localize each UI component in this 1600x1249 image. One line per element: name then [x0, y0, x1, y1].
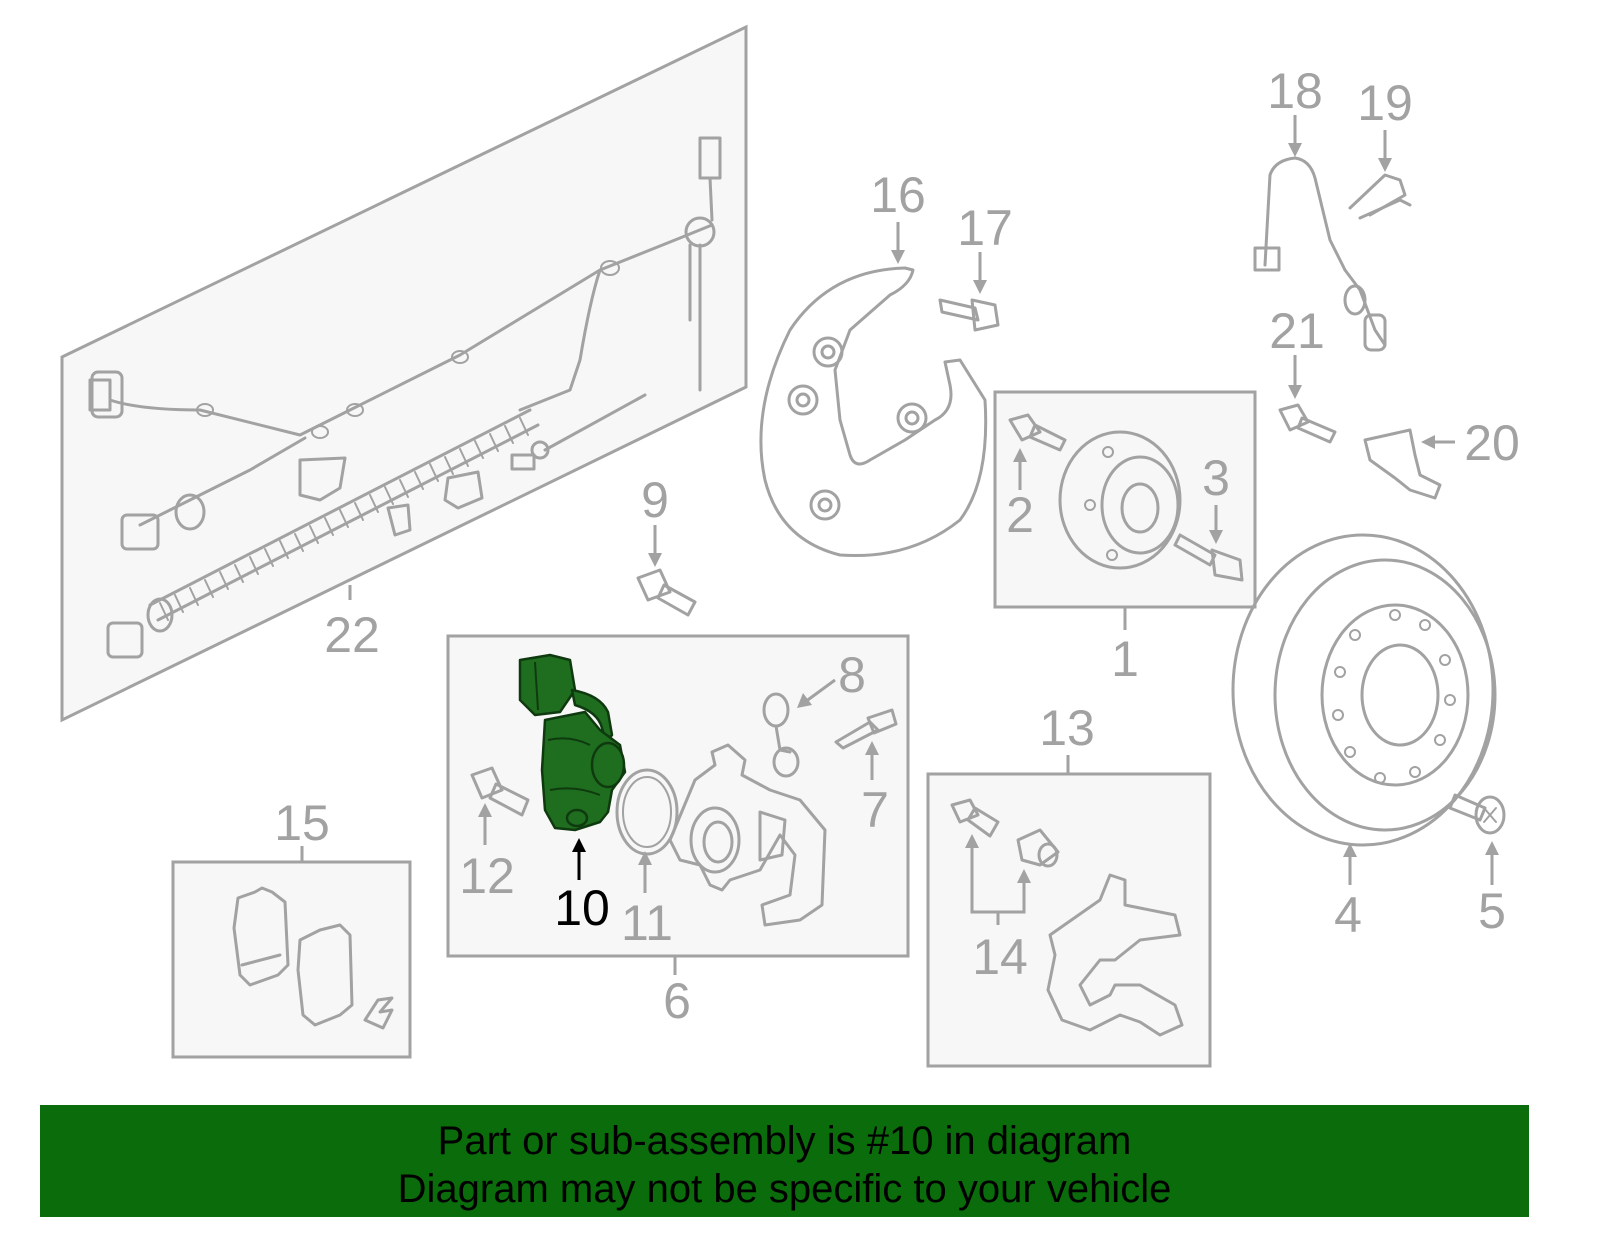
part-16-dust-shield[interactable]: [759, 266, 988, 558]
part-4-brake-rotor[interactable]: [1231, 533, 1497, 847]
part-12-bolt[interactable]: [470, 766, 530, 817]
label-6: 6: [663, 973, 691, 1029]
label-20: 20: [1464, 415, 1520, 471]
part-8-guide-pin[interactable]: [762, 692, 800, 778]
part-7-bleeder-screw[interactable]: [834, 708, 898, 750]
label-12: 12: [459, 848, 515, 904]
part-5-rotor-screw[interactable]: [1448, 793, 1506, 835]
label-18: 18: [1267, 63, 1323, 119]
label-5: 5: [1478, 883, 1506, 939]
label-3: 3: [1202, 450, 1230, 506]
label-15: 15: [274, 795, 330, 851]
part-9-bolt[interactable]: [636, 568, 697, 617]
label-10: 10: [554, 880, 610, 936]
label-14: 14: [972, 929, 1028, 985]
banner-line-2: Diagram may not be specific to your vehi…: [397, 1167, 1172, 1211]
banner-line-1: Part or sub-assembly is #10 in diagram: [437, 1119, 1132, 1163]
label-13: 13: [1039, 700, 1095, 756]
part-14-guide-bolts[interactable]: [950, 798, 1060, 868]
part-10-parking-brake-motor[interactable]: [518, 653, 627, 832]
label-9: 9: [641, 472, 669, 528]
part-19-sensor-clip[interactable]: [1348, 173, 1412, 220]
info-banner: Part or sub-assembly is #10 in diagram D…: [40, 1105, 1529, 1217]
part-15-brake-pads[interactable]: [171, 860, 412, 1059]
part-20-sensor-bracket[interactable]: [1363, 428, 1442, 500]
label-17: 17: [957, 200, 1013, 256]
label-8: 8: [838, 647, 866, 703]
part-21-bolt[interactable]: [1278, 403, 1337, 444]
label-19: 19: [1357, 75, 1413, 131]
label-7: 7: [861, 782, 889, 838]
label-21: 21: [1269, 303, 1325, 359]
part-13-caliper-bracket[interactable]: [926, 772, 1212, 1068]
label-1: 1: [1111, 631, 1139, 687]
part-3-hub-bolt[interactable]: [1173, 533, 1244, 582]
label-22: 22: [324, 607, 380, 663]
part-2-hub-bolt[interactable]: [1008, 413, 1067, 452]
part-17-bolt[interactable]: [938, 298, 1000, 332]
label-4: 4: [1334, 887, 1362, 943]
part-22-wiring-harness[interactable]: [60, 24, 748, 723]
label-11: 11: [621, 895, 673, 951]
caliper-body[interactable]: [668, 743, 827, 927]
label-2: 2: [1006, 487, 1034, 543]
part-11-o-ring[interactable]: [615, 768, 679, 856]
part-18-abs-sensor[interactable]: [1253, 156, 1387, 352]
label-16: 16: [870, 167, 926, 223]
